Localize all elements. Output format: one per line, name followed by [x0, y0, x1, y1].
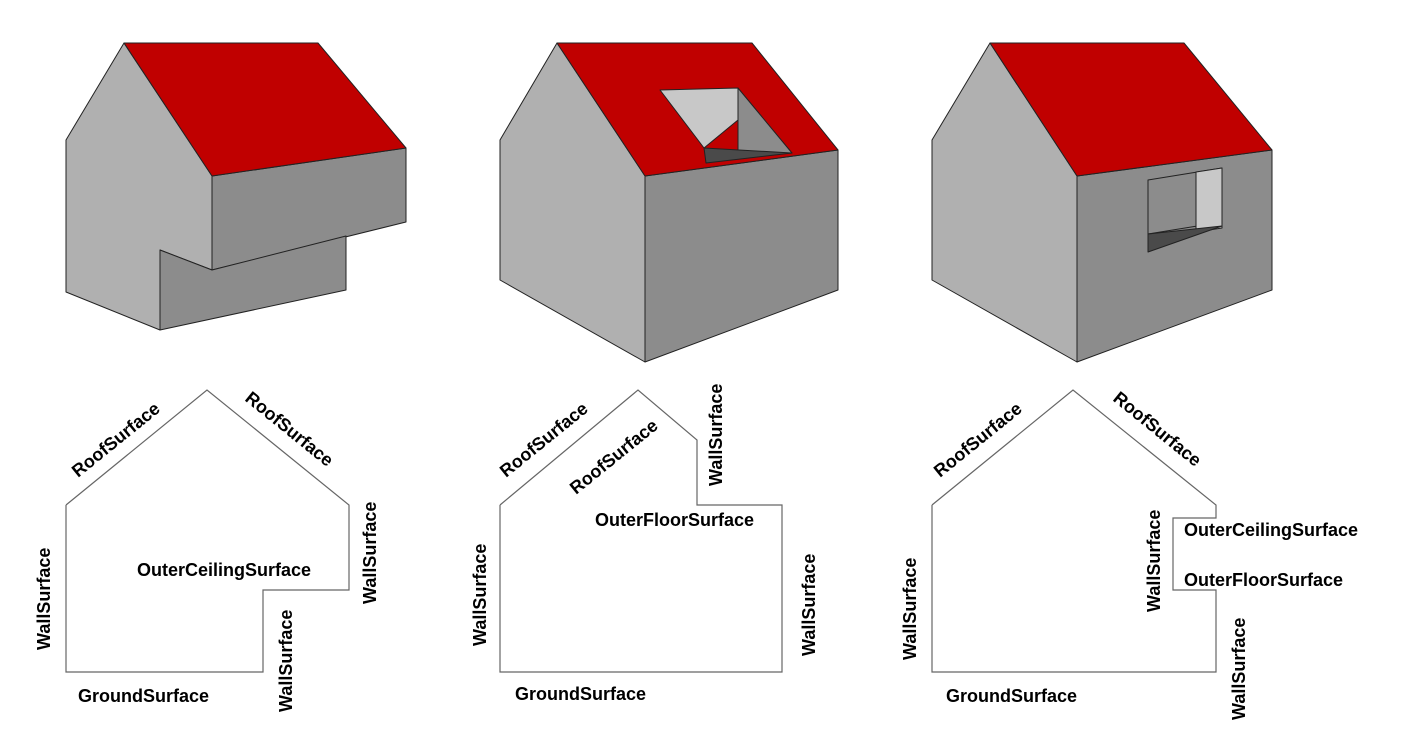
section-3-label-ground: GroundSurface [946, 686, 1077, 706]
house-1-roof [123, 42, 407, 177]
section-1-outline [65, 389, 350, 673]
house-3-window-reveal [1195, 167, 1223, 233]
section-3-label-wall-inner: WallSurface [1144, 510, 1164, 612]
house-3-illustration [931, 42, 1273, 363]
section-1-label-ground: GroundSurface [78, 686, 209, 706]
section-2-label-wall-right: WallSurface [799, 554, 819, 656]
section-1-label-wall-left: WallSurface [34, 548, 54, 650]
house-1-illustration [65, 42, 407, 331]
section-2-outline [499, 389, 783, 673]
section-1-label-roof-left: RoofSurface [68, 398, 164, 481]
section-1: RoofSurface RoofSurface WallSurface Wall… [34, 388, 380, 712]
house-2-roof-opening-floor [703, 147, 793, 164]
house-2-illustration [499, 42, 839, 363]
section-3-label-outer-floor: OuterFloorSurface [1184, 570, 1343, 590]
section-3-label-outer-ceiling: OuterCeilingSurface [1184, 520, 1358, 540]
section-2-label-outer-floor: OuterFloorSurface [595, 510, 754, 530]
section-3-label-wall-right: WallSurface [1229, 618, 1249, 720]
section-2-label-wall-left: WallSurface [470, 544, 490, 646]
section-1-label-wall-inner: WallSurface [276, 610, 296, 712]
section-3-label-wall-left: WallSurface [900, 558, 920, 660]
section-3-outline [931, 389, 1217, 673]
section-3: RoofSurface RoofSurface WallSurface Oute… [900, 388, 1358, 720]
house-3-roof [989, 42, 1273, 177]
section-2-label-wall-inner: WallSurface [706, 384, 726, 486]
house-1-recessed-lower-wall [159, 235, 347, 331]
house-2-side-wall [644, 149, 839, 363]
section-2-label-roof-inner: RoofSurface [566, 415, 662, 498]
section-1-label-outer-ceiling: OuterCeilingSurface [137, 560, 311, 580]
section-2-label-ground: GroundSurface [515, 684, 646, 704]
house-3-window-sill [1147, 225, 1223, 253]
section-2: RoofSurface RoofSurface WallSurface Oute… [470, 384, 819, 704]
section-1-label-wall-right: WallSurface [360, 502, 380, 604]
